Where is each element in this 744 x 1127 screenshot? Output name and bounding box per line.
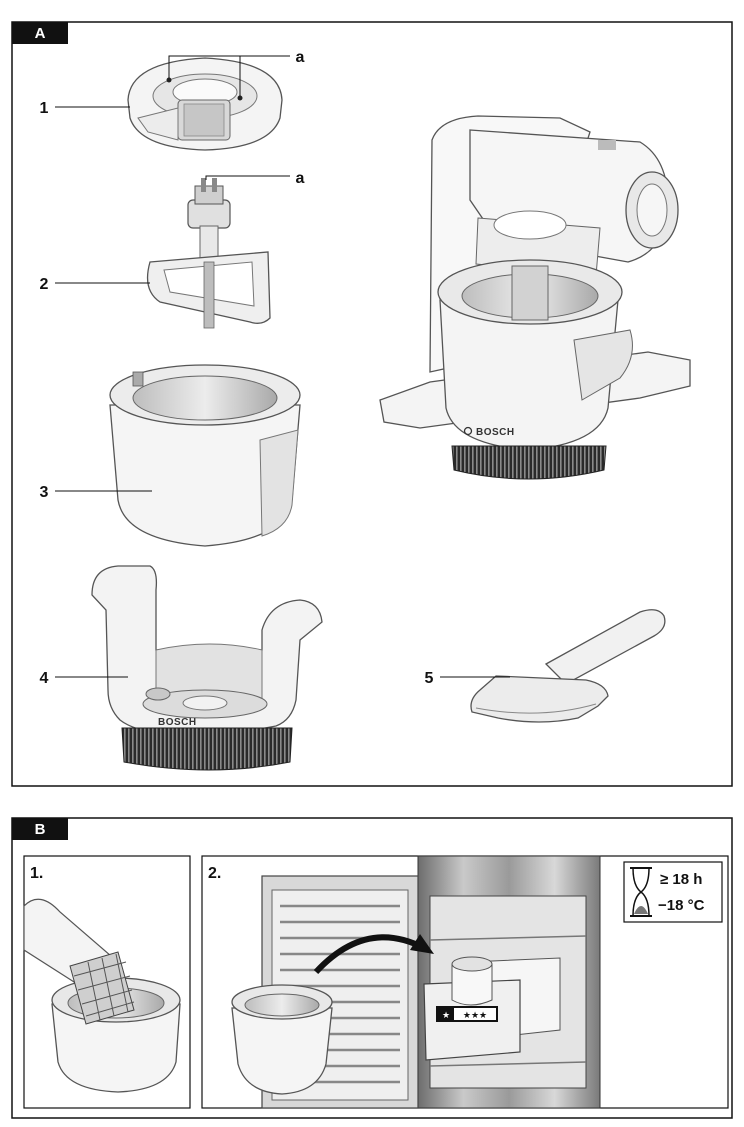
step-2-label: 2. bbox=[208, 865, 221, 882]
spatula-illustration bbox=[470, 609, 666, 723]
callout-part-4: 4 bbox=[40, 670, 49, 687]
callout-marker-a-dasher: a bbox=[296, 170, 305, 187]
panel-a-tab-label: A bbox=[35, 25, 46, 42]
hourglass-icon bbox=[630, 867, 652, 917]
step-1-label: 1. bbox=[30, 865, 43, 882]
callout-part-1: 1 bbox=[40, 100, 49, 117]
dasher-illustration bbox=[146, 178, 271, 329]
callout-part-3: 3 bbox=[40, 484, 49, 501]
freeze-info-box: ≥ 18 h −18 °C bbox=[623, 861, 723, 923]
frozen-bowl-illustration bbox=[231, 984, 333, 1095]
curved-arrow-icon bbox=[313, 934, 426, 975]
svg-text:★★★: ★★★ bbox=[463, 1011, 487, 1021]
bowl-holder-illustration bbox=[91, 565, 323, 771]
cloth-wiping-bowl-illustration bbox=[23, 898, 181, 1093]
freeze-time: ≥ 18 h bbox=[660, 871, 702, 888]
freezer-star-icon: ★ bbox=[442, 1011, 450, 1021]
panel-b-tab-label: B bbox=[35, 821, 46, 838]
callout-part-5: 5 bbox=[425, 670, 434, 687]
lid-illustration bbox=[127, 57, 283, 151]
brand-logo-bowl-holder: BOSCH bbox=[158, 717, 197, 728]
panel-a-tab bbox=[12, 22, 68, 44]
brand-logo-machine: BOSCH bbox=[476, 427, 515, 438]
panel-b: B 1. 2. bbox=[11, 817, 733, 1119]
panel-a: A 1 a 2 a bbox=[11, 21, 733, 787]
assembled-machine-illustration bbox=[379, 115, 691, 480]
callout-part-2: 2 bbox=[40, 276, 49, 293]
freezing-bowl-illustration bbox=[109, 364, 301, 547]
panel-b-tab bbox=[12, 818, 68, 840]
callout-marker-a-lid: a bbox=[296, 49, 305, 66]
freeze-temperature: −18 °C bbox=[658, 897, 705, 914]
